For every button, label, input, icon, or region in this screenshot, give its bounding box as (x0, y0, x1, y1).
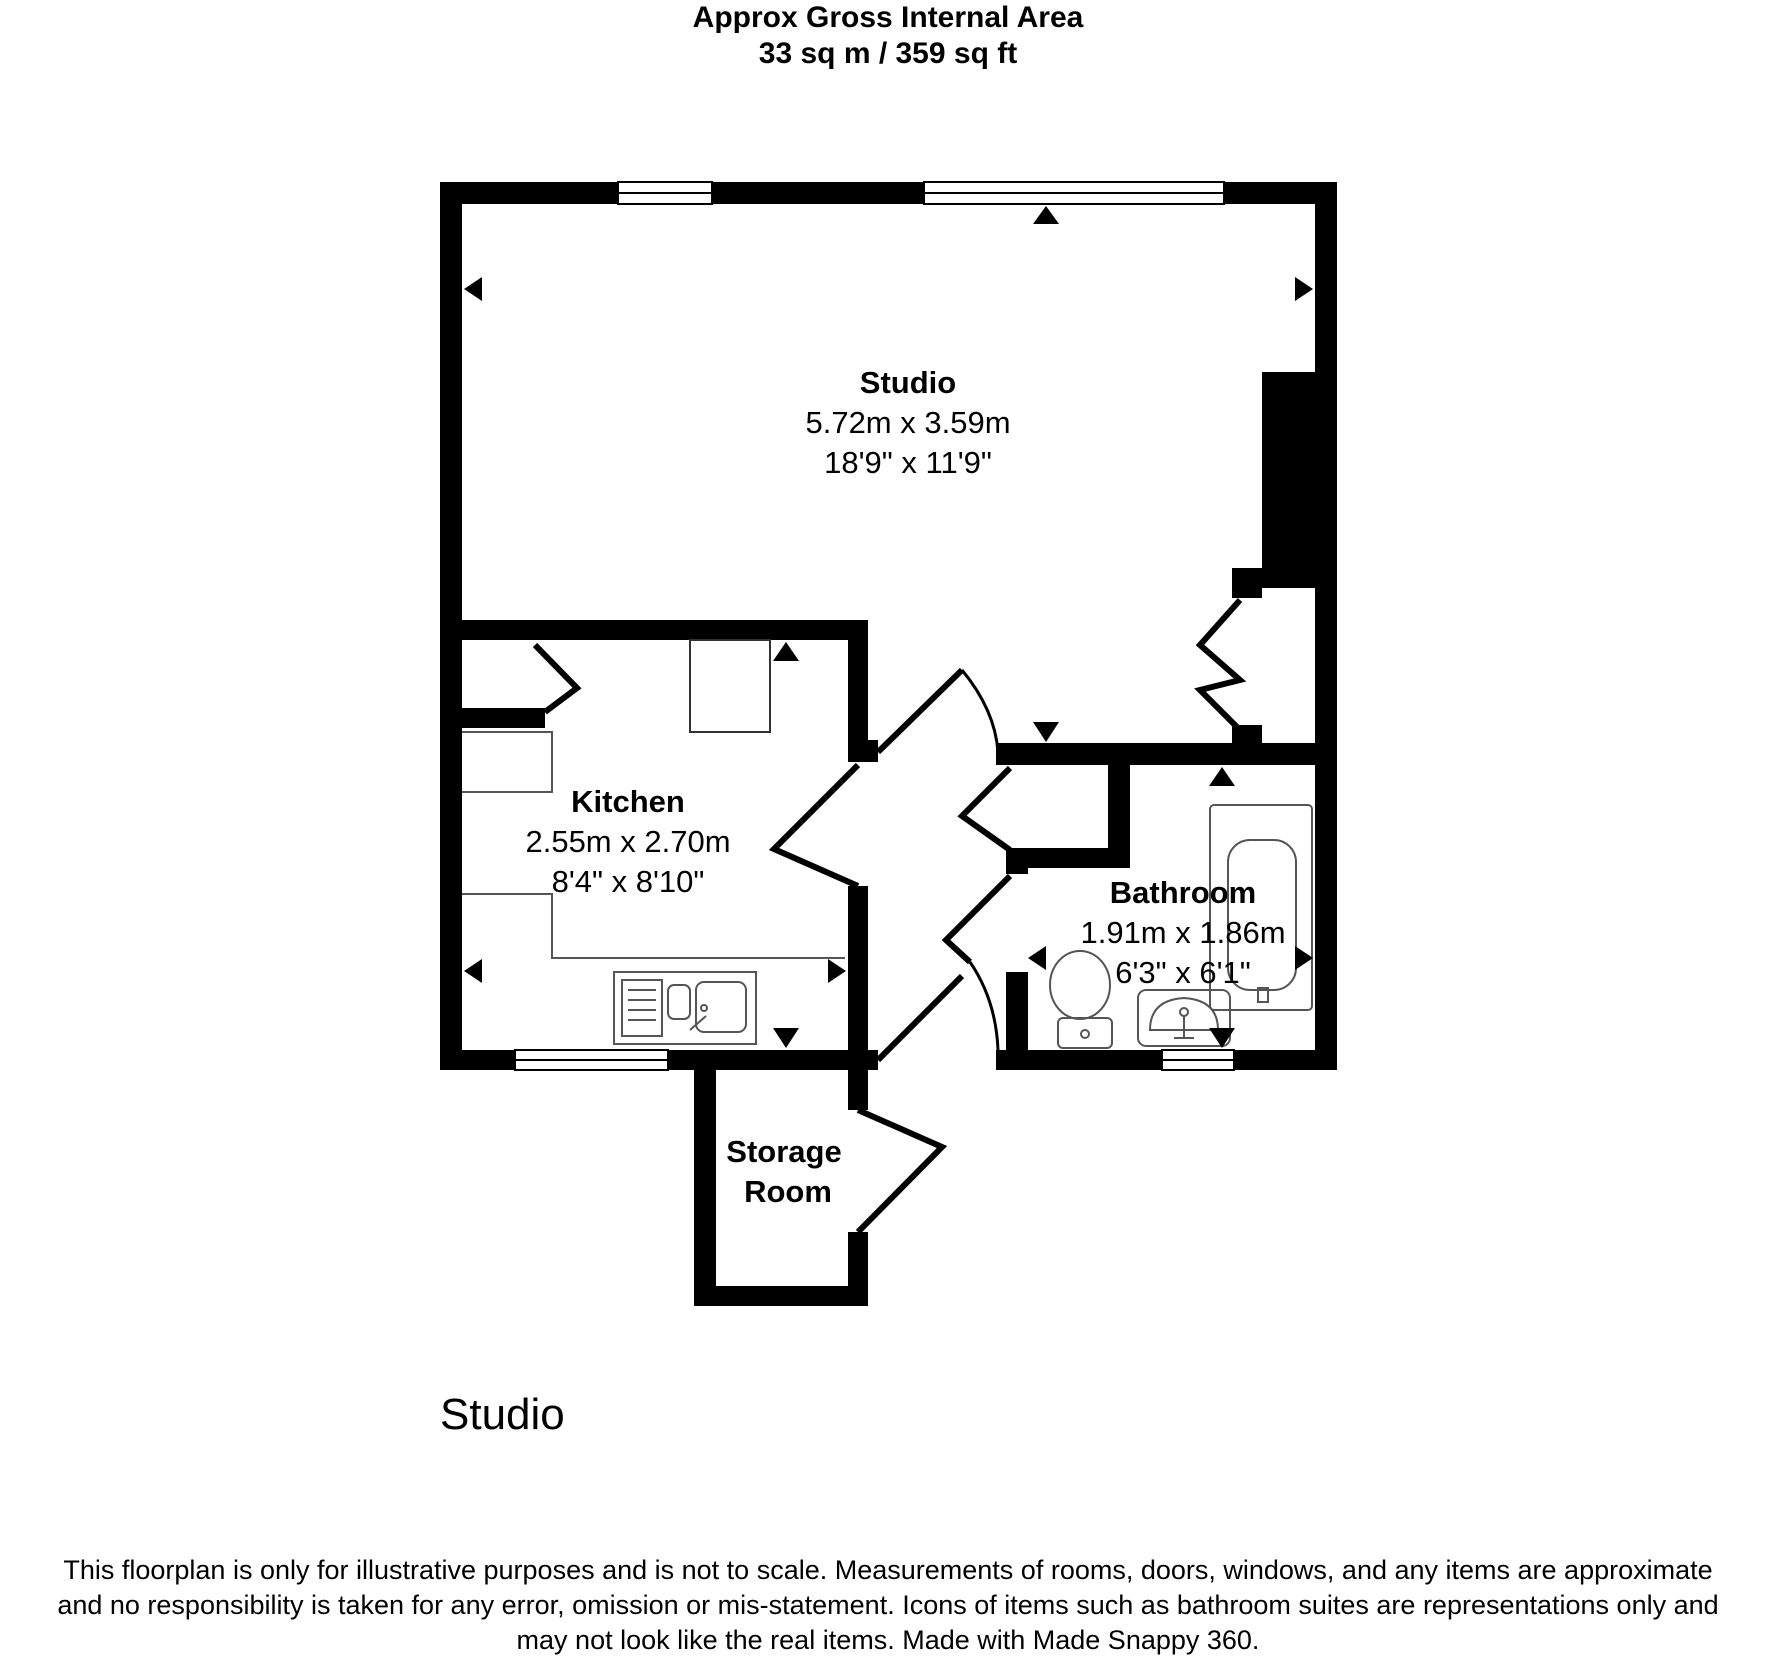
storage-name-2: Room (744, 1174, 832, 1209)
storage-name-1: Storage (726, 1134, 841, 1169)
chimney-breast (1262, 372, 1315, 588)
kitchen-imperial: 8'4" x 8'10" (552, 864, 705, 899)
arrow-kitchen-bottom (773, 1028, 799, 1048)
wall-bath-left (1006, 972, 1028, 1070)
arrow-kitchen-left (464, 959, 482, 983)
windows (514, 181, 1235, 1071)
wall-storage-left (694, 1050, 716, 1306)
arrow-studio-left (464, 277, 482, 301)
door-hall-bottom (875, 973, 965, 1063)
measurement-markers (464, 206, 1313, 1048)
fixtures (462, 639, 1313, 1049)
room-labels: Studio 5.72m x 3.59m 18'9" x 11'9" Kitch… (525, 365, 1285, 1209)
arrow-studio-right (1295, 277, 1313, 301)
area-title: Approx Gross Internal Area (692, 1, 1084, 34)
wall-bath-inner-h (1010, 848, 1130, 868)
doors (532, 598, 1247, 1235)
wall-right (1315, 182, 1337, 1070)
kitchen-metric: 2.55m x 2.70m (525, 824, 730, 859)
wall-kitchen-right-upper (848, 620, 868, 760)
studio-imperial: 18'9" x 11'9" (824, 445, 992, 480)
arrow-studio-bottom (1033, 722, 1059, 742)
wall-kitchen-top (440, 620, 868, 640)
door-studio-hall (875, 667, 965, 755)
wall-bath-inner-v (1108, 743, 1130, 855)
kitchen-worktop (462, 731, 553, 793)
basin (1137, 989, 1231, 1047)
door-bath-cupboard (957, 765, 1013, 853)
arrow-kitchen-top (773, 642, 799, 661)
bathroom-metric: 1.91m x 1.86m (1080, 915, 1285, 950)
arrow-kitchen-right (828, 959, 846, 983)
arrow-bathroom-top (1209, 767, 1235, 786)
arrow-bathroom-right (1295, 946, 1313, 970)
door-kitchen-cupboard (532, 642, 582, 715)
door-storage (855, 1107, 948, 1235)
bathroom-name: Bathroom (1110, 875, 1256, 910)
kitchen-name: Kitchen (571, 784, 685, 819)
kitchen-appliance (689, 639, 771, 733)
wall-bathroom-top (996, 743, 1337, 765)
arrow-bathroom-bottom (1209, 1028, 1235, 1048)
disclaimer-line-2: and no responsibility is taken for any e… (57, 1590, 1719, 1620)
wall-kitchen-right-lower (848, 886, 868, 1070)
area-value: 33 sq m / 359 sq ft (758, 37, 1018, 70)
wall-storage-bottom (694, 1286, 868, 1306)
kitchen-sink (613, 971, 757, 1045)
disclaimer-line-1: This floorplan is only for illustrative … (63, 1555, 1713, 1585)
wall-storage-right-lower (848, 1232, 868, 1306)
bathroom-imperial: 6'3" x 6'1" (1115, 955, 1251, 990)
walls (440, 182, 1337, 1306)
wall-storage-right-upper (848, 1050, 868, 1110)
door-kitchen-hall (768, 762, 861, 889)
studio-metric: 5.72m x 3.59m (805, 405, 1010, 440)
door-bathroom (941, 873, 1013, 965)
toilet (1049, 950, 1111, 1020)
arrow-studio-top (1033, 206, 1059, 224)
disclaimer: This floorplan is only for illustrative … (0, 1553, 1776, 1658)
bathtub (1209, 804, 1313, 1011)
door-wardrobe (1194, 598, 1247, 733)
area-header: Approx Gross Internal Area 33 sq m / 359… (0, 0, 1776, 72)
studio-name: Studio (860, 365, 956, 400)
wall-cupboard (440, 708, 545, 728)
floor-label: Studio (440, 1390, 565, 1439)
disclaimer-line-3: may not look like the real items. Made w… (516, 1625, 1260, 1655)
arrow-bathroom-left (1028, 946, 1046, 970)
